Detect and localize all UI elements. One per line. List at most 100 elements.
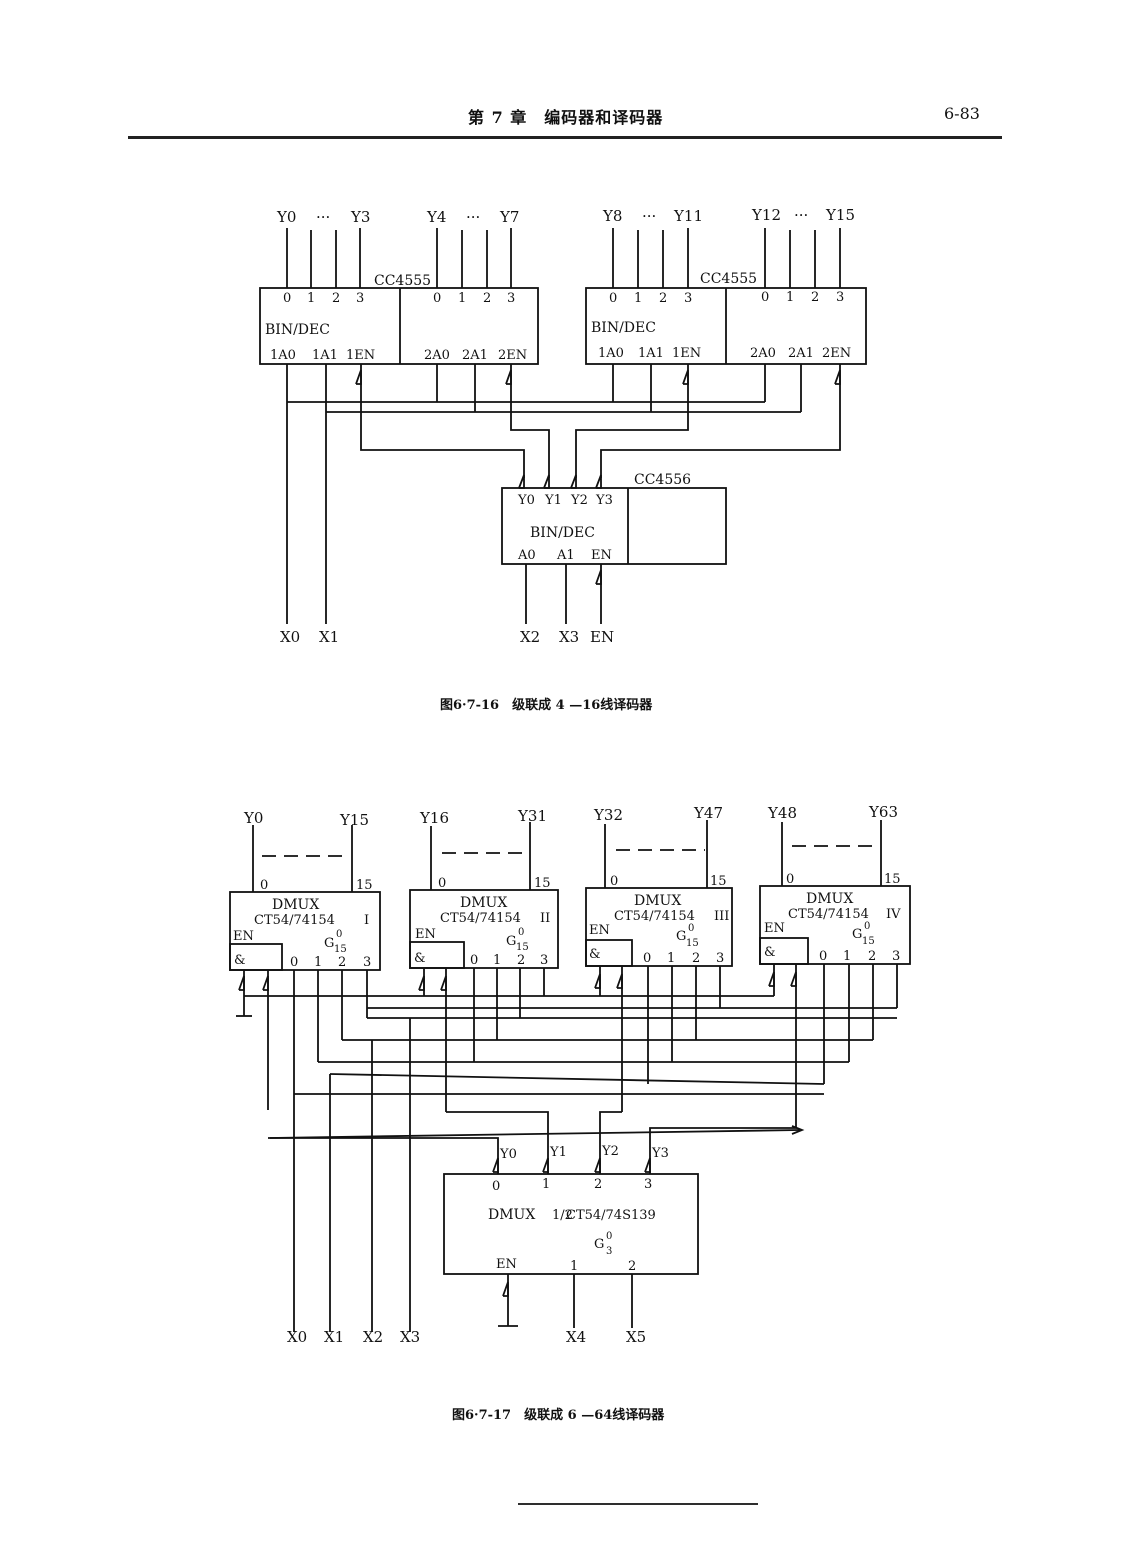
svg-text:2A0: 2A0	[424, 348, 450, 363]
svg-text:EN: EN	[590, 628, 614, 646]
svg-text:DMUX: DMUX	[488, 1207, 535, 1223]
svg-text:X0: X0	[280, 628, 300, 646]
label-y3: Y3	[350, 208, 370, 226]
svg-text:1: 1	[786, 290, 794, 305]
svg-text:Y3: Y3	[651, 1146, 669, 1161]
svg-text:1: 1	[634, 291, 642, 306]
ellipsis: ···	[316, 208, 330, 226]
figure-caption-1: 图6·7-16 级联成 4 —16线译码器	[440, 698, 653, 713]
svg-text:Y3: Y3	[595, 493, 613, 508]
svg-text:EN: EN	[496, 1257, 517, 1272]
svg-text:EN: EN	[591, 548, 612, 563]
svg-text:2: 2	[692, 951, 700, 966]
svg-text:1EN: 1EN	[672, 346, 701, 361]
label-y7: Y7	[499, 208, 519, 226]
fn-label-2: BIN/DEC	[591, 320, 656, 336]
svg-text:0: 0	[283, 291, 291, 306]
svg-text:15: 15	[534, 876, 551, 891]
svg-text:1EN: 1EN	[346, 348, 375, 363]
svg-text:···: ···	[466, 208, 480, 226]
svg-text:2EN: 2EN	[822, 346, 851, 361]
fn-label-1: BIN/DEC	[265, 322, 330, 338]
svg-text:15: 15	[516, 942, 529, 953]
svg-text:EN: EN	[764, 921, 785, 936]
svg-text:Y16: Y16	[419, 809, 449, 827]
svg-text:1: 1	[667, 951, 675, 966]
top-output-labels: Y0 ··· Y3 Y4 ··· Y7 Y8 ··· Y11 Y12 ··· Y…	[276, 206, 855, 226]
svg-text:X2: X2	[363, 1328, 383, 1346]
svg-text:···: ···	[794, 206, 808, 224]
svg-text:0: 0	[433, 291, 441, 306]
fn-label-cc4556: BIN/DEC	[530, 525, 595, 541]
outputs-chip2: 0 1 2 3 0 1 2 3	[609, 228, 844, 306]
svg-text:III: III	[714, 909, 729, 924]
svg-text:DMUX: DMUX	[460, 895, 507, 911]
svg-text:DMUX: DMUX	[634, 893, 681, 909]
chip-label-cc4555-a: CC4555	[374, 273, 431, 289]
svg-text:2: 2	[628, 1259, 636, 1274]
svg-text:G: G	[324, 936, 334, 951]
svg-text:2: 2	[868, 949, 876, 964]
svg-text:1A1: 1A1	[638, 346, 664, 361]
svg-text:Y2: Y2	[601, 1144, 619, 1159]
svg-text:EN: EN	[233, 929, 254, 944]
ct74s139: Y0 Y1 Y2 Y3 0 1 2 3 DMUX 1/2 CT54/74S139…	[443, 1144, 699, 1328]
svg-text:0: 0	[470, 953, 478, 968]
svg-text:1A0: 1A0	[270, 348, 296, 363]
label-y8: Y8	[602, 207, 622, 225]
svg-text:1: 1	[542, 1177, 550, 1192]
svg-text:X0: X0	[287, 1328, 307, 1346]
figure-6-7-17: DMUX CT54/74154 I EN & G 0 15 0 15 DMUX …	[229, 803, 911, 1346]
fig2-inputs: X0 X1 X2 X3 X4 X5	[287, 1328, 646, 1346]
svg-text:2: 2	[811, 290, 819, 305]
svg-text:&: &	[589, 947, 601, 962]
svg-text:X1: X1	[319, 628, 339, 646]
svg-text:Y48: Y48	[767, 804, 797, 822]
chip-label-cc4555-b: CC4555	[700, 271, 757, 287]
svg-text:0: 0	[518, 927, 524, 938]
svg-text:EN: EN	[589, 923, 610, 938]
svg-text:Y0: Y0	[243, 809, 263, 827]
svg-text:15: 15	[334, 944, 347, 955]
label-y4: Y4	[426, 208, 446, 226]
svg-text:3: 3	[836, 290, 844, 305]
svg-text:2: 2	[517, 953, 525, 968]
svg-text:DMUX: DMUX	[272, 897, 319, 913]
svg-text:CT54/74154: CT54/74154	[254, 913, 335, 928]
svg-text:0: 0	[492, 1179, 500, 1194]
svg-text:Y63: Y63	[868, 803, 898, 821]
svg-text:2EN: 2EN	[498, 348, 527, 363]
svg-text:···: ···	[642, 207, 656, 225]
figure-6-7-16: CC4555 CC4555 BIN/DEC BIN/DEC 0 1 2 3 0 …	[259, 206, 867, 646]
svg-text:X3: X3	[559, 628, 579, 646]
svg-text:G: G	[506, 934, 516, 949]
svg-text:0: 0	[336, 929, 342, 940]
svg-text:CT54/74154: CT54/74154	[440, 911, 521, 926]
svg-text:2: 2	[594, 1177, 602, 1192]
chip-III: DMUX CT54/74154 III EN & G 0 15 0 15	[585, 874, 733, 967]
svg-text:1: 1	[843, 949, 851, 964]
svg-text:3: 3	[892, 949, 900, 964]
svg-text:0: 0	[260, 878, 268, 893]
svg-text:0: 0	[864, 921, 870, 932]
svg-text:3: 3	[684, 291, 692, 306]
svg-text:Y2: Y2	[570, 493, 588, 508]
label-y0: Y0	[276, 208, 296, 226]
svg-text:2A1: 2A1	[788, 346, 814, 361]
chip-select-pins: 0 1 2 3 0 1 2 3 0 1 2 3 0 1 2 3	[290, 949, 900, 970]
svg-text:15: 15	[884, 872, 901, 887]
svg-text:G: G	[852, 927, 862, 942]
cc4555-input-labels: 1A0 1A1 1EN 2A0 2A1 2EN 1A0 1A1 1EN 2A0 …	[270, 346, 851, 363]
svg-text:X1: X1	[324, 1328, 344, 1346]
cc4556-box	[501, 487, 727, 565]
svg-text:3: 3	[716, 951, 724, 966]
svg-text:Y32: Y32	[593, 806, 623, 824]
svg-text:G: G	[594, 1237, 604, 1252]
svg-text:Y0: Y0	[499, 1147, 517, 1162]
svg-text:15: 15	[686, 938, 699, 949]
chip-II: DMUX CT54/74154 II EN & G 0 15 0 15	[409, 876, 559, 969]
svg-text:2A0: 2A0	[750, 346, 776, 361]
svg-text:IV: IV	[886, 907, 901, 922]
svg-text:I: I	[364, 913, 369, 928]
